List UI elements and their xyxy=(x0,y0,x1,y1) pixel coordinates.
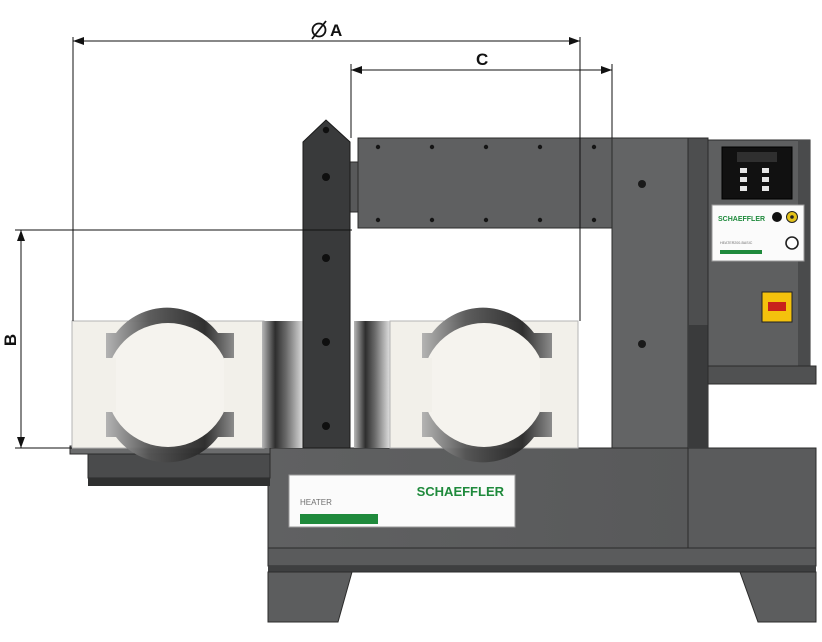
main-switch-handle[interactable] xyxy=(768,302,786,311)
front-panel-label: HEATER xyxy=(300,498,332,507)
swing-arm xyxy=(302,119,351,449)
front-panel-brand: SCHAEFFLER xyxy=(417,484,505,499)
keypad-key[interactable] xyxy=(762,186,769,191)
inner-sleeve-right xyxy=(354,321,392,448)
control-panel-model: HEATER200-BASIC xyxy=(720,241,753,245)
heater-lower-body xyxy=(69,445,817,549)
top-yoke-arm xyxy=(349,137,613,229)
dimension-label-a: A xyxy=(330,21,342,40)
control-box xyxy=(707,139,817,385)
start-button[interactable] xyxy=(785,236,799,250)
inner-sleeve-left xyxy=(262,321,306,448)
diameter-icon xyxy=(311,20,327,40)
keypad-key[interactable] xyxy=(740,168,747,173)
control-panel-green-stripe xyxy=(720,250,762,254)
dimension-label-b: B xyxy=(1,334,20,346)
dimension-arrowheads xyxy=(17,37,612,448)
right-foot xyxy=(739,571,817,623)
keypad-key[interactable] xyxy=(740,186,747,191)
column-bolt xyxy=(638,340,646,348)
column-bolt xyxy=(638,180,646,188)
indicator-lamp xyxy=(772,212,782,222)
left-foot xyxy=(267,571,353,623)
keypad-display xyxy=(737,152,777,162)
front-panel-green-stripe xyxy=(300,514,378,524)
keypad-key[interactable] xyxy=(762,177,769,182)
keypad-key[interactable] xyxy=(740,177,747,182)
dimension-label-c: C xyxy=(476,50,488,69)
control-panel-brand: SCHAEFFLER xyxy=(718,216,765,223)
bearing-workpiece-right xyxy=(389,307,579,463)
dimension-lines xyxy=(15,37,613,449)
heater-base xyxy=(267,547,817,623)
yoke-column xyxy=(611,137,709,449)
bearing-workpiece-left xyxy=(71,307,265,463)
keypad-key[interactable] xyxy=(762,168,769,173)
